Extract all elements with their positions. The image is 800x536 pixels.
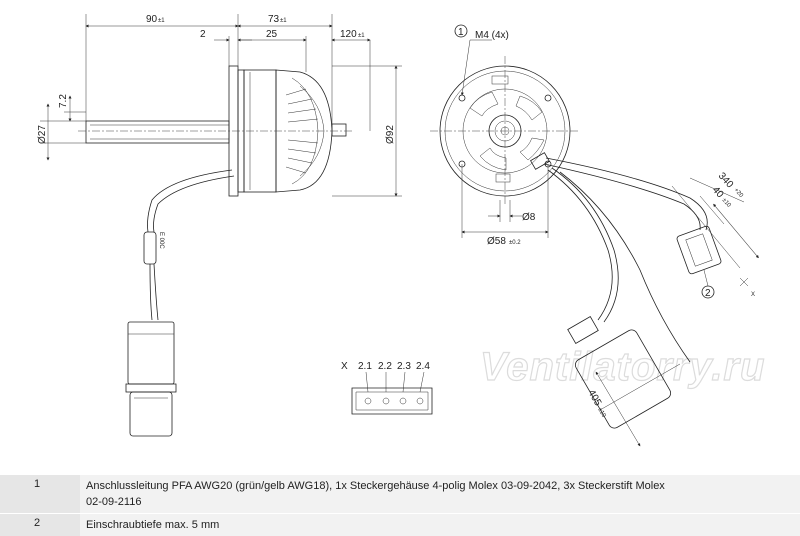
dim-405-tol: ±10 (596, 407, 607, 419)
legend-table: 1 Anschlussleitung PFA AWG20 (grün/gelb … (0, 474, 800, 536)
connector-detail-x: X 2.1 2.2 2.3 2.4 (341, 361, 433, 415)
dim-405: 405 (585, 388, 603, 408)
svg-text:2: 2 (705, 288, 711, 299)
svg-text:1: 1 (458, 27, 464, 38)
dim-25: 25 (266, 29, 278, 40)
dim-diameter-8: Ø8 (522, 212, 536, 223)
callout-1: 1 (454, 24, 468, 38)
dim-40-tol: ±10 (721, 197, 733, 209)
dim-120: 120 (340, 29, 357, 40)
dim-340-tol: +20 (733, 187, 745, 199)
front-view-dimensions (460, 39, 759, 447)
legend-row: 2 Einschraubtiefe max. 5 mm (0, 513, 800, 536)
callout-2: 2 (701, 269, 715, 299)
watermark: Ventilatorry.ru (480, 345, 765, 389)
dim-diameter-92: Ø92 (385, 125, 396, 144)
dim-m4-thread: M4 (4x) (475, 30, 509, 41)
connector-view-label: X (341, 361, 348, 372)
dim-58-tol: ±0.2 (509, 240, 521, 246)
technical-drawing: Ventilatorry.ru (37, 14, 765, 447)
pin-label-2-2: 2.2 (378, 361, 392, 372)
pin-label-2-4: 2.4 (416, 361, 430, 372)
dim-diameter-58: Ø58 (487, 236, 506, 247)
legend-row-text: Anschlussleitung PFA AWG20 (grün/gelb AW… (80, 475, 800, 513)
dim-2: 2 (200, 29, 206, 40)
dim-90-tol: ±1 (158, 18, 165, 24)
cable-marking: E 00C (158, 232, 164, 249)
legend-row: 1 Anschlussleitung PFA AWG20 (grün/gelb … (0, 474, 800, 513)
side-view-dimensions (40, 14, 402, 197)
side-view-dimension-labels: 90 ±1 73 ±1 2 25 120 ±1 Ø27 7.2 Ø92 (37, 14, 396, 144)
dim-73-tol: ±1 (280, 18, 287, 24)
dim-90: 90 (146, 14, 158, 25)
cable-assembly-side (125, 169, 235, 437)
pin-label-2-3: 2.3 (397, 361, 411, 372)
dim-120-tol: ±1 (358, 33, 365, 39)
view-arrow-x: X (751, 292, 755, 298)
legend-row-number: 1 (0, 475, 80, 513)
motor-side-view (78, 65, 352, 197)
legend-row-text: Einschraubtiefe max. 5 mm (80, 514, 800, 536)
cable-assembly-front (543, 157, 722, 429)
pin-label-2-1: 2.1 (358, 361, 372, 372)
legend-row-number: 2 (0, 514, 80, 536)
motor-front-view (430, 56, 580, 206)
dim-diameter-27: Ø27 (37, 125, 48, 144)
dim-7-2: 7.2 (58, 94, 69, 108)
dim-73: 73 (268, 14, 280, 25)
